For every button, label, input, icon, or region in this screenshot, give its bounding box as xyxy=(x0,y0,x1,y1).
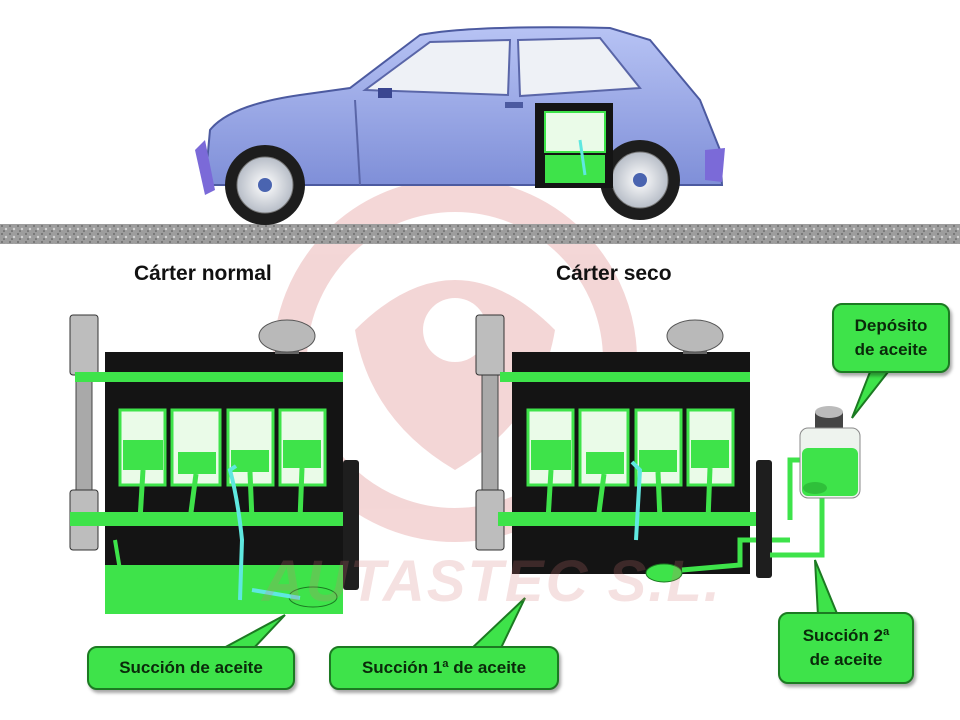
engine-dry-sump xyxy=(475,314,825,583)
watermark-text: AUTASTEC S.L. xyxy=(262,549,722,614)
callout-oil-tank-line1: Depósito xyxy=(854,316,928,335)
title-normal-sump: Cárter normal xyxy=(134,262,272,285)
callout-first-suction-text: Succión 1ª de aceite xyxy=(361,658,527,677)
callout-second-suction-line2: de aceite xyxy=(809,650,883,669)
callout-second-suction-line1: Succión 2ª xyxy=(802,626,890,645)
car-icon xyxy=(195,26,725,225)
ground-strip xyxy=(0,224,960,244)
engine-normal-sump xyxy=(69,314,359,614)
callout-oil-suction: Succión de aceite xyxy=(87,646,295,690)
oil-tank-icon xyxy=(799,406,861,499)
callout-oil-suction-text: Succión de aceite xyxy=(119,658,263,677)
callout-oil-tank: Depósito de aceite xyxy=(832,303,950,373)
callout-second-suction: Succión 2ª de aceite xyxy=(778,612,914,684)
title-dry-sump: Cárter seco xyxy=(556,262,672,285)
callout-first-suction: Succión 1ª de aceite xyxy=(329,646,559,690)
callout-oil-tank-line2: de aceite xyxy=(854,340,928,359)
